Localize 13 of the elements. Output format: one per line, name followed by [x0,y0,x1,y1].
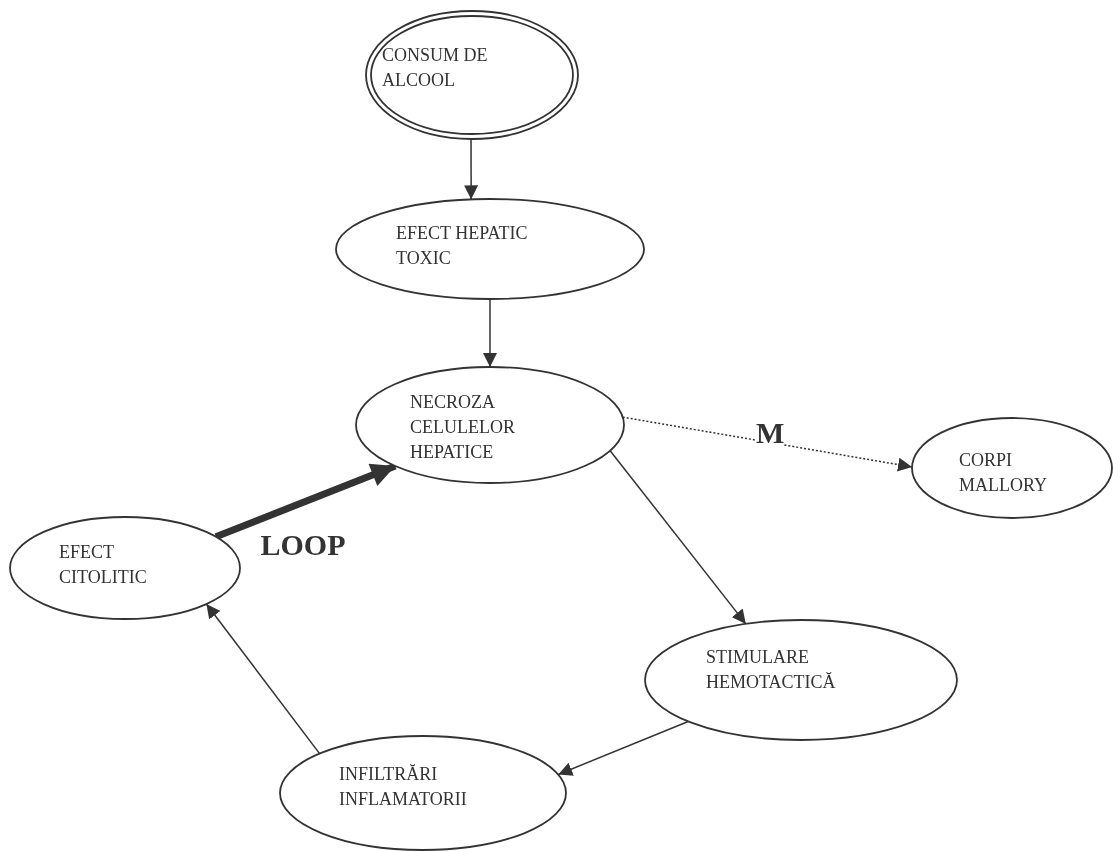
node-text: CONSUM DE ALCOOL [382,44,489,92]
arrow [557,720,689,776]
node-text: INFILTRĂRI INFLAMATORII [339,763,468,811]
node-text: EFECT CITOLITIC [59,541,148,589]
node-text: EFECT HEPATIC TOXIC [396,222,529,270]
node-text: CORPI MALLORY [959,449,1048,497]
arrow [464,138,479,201]
node-text: NECROZA CELULELOR HEPATICE [410,391,516,464]
arrow [483,298,497,368]
arrow [205,603,321,755]
node-text: STIMULARE HEMOTACTICĂ [706,646,837,694]
arrow [609,449,747,625]
thick-arrow [214,462,397,540]
